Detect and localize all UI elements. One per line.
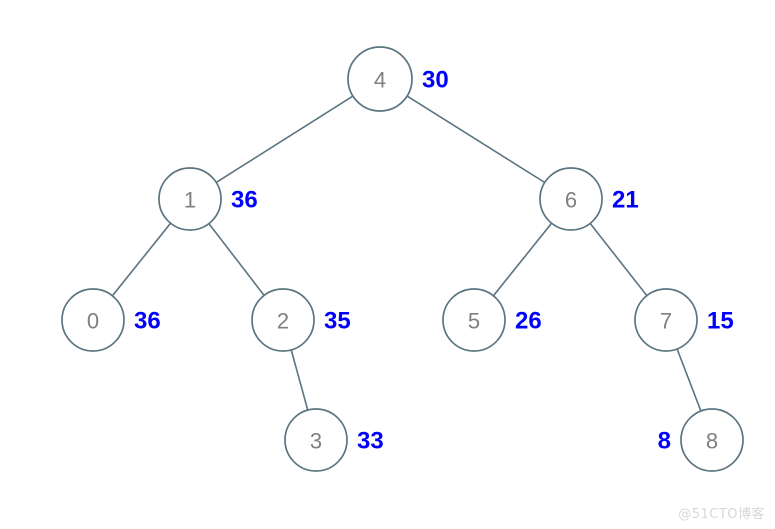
node-weight-label: 8 [658,428,671,455]
node-weight-label: 21 [612,187,639,214]
tree-edge [208,223,265,296]
node-circle[interactable] [284,408,348,472]
tree-node[interactable]: 1 36 [158,167,258,231]
node-key-text: 1 [184,188,196,213]
node-weight-label: 15 [707,308,734,335]
node-circle[interactable] [442,288,506,352]
node-key-text: 4 [374,68,386,93]
tree-node[interactable]: 5 26 [442,288,542,352]
tree-node[interactable]: 7 15 [634,288,734,352]
tree-node[interactable]: 0 36 [61,288,161,352]
node-weight-label: 30 [422,67,449,94]
node-key-text: 3 [310,429,322,454]
edges-layer [111,95,702,412]
tree-node[interactable]: 4 30 [347,46,449,112]
node-circle[interactable] [158,167,222,231]
node-weight-label: 26 [515,308,542,335]
node-key-text: 5 [468,309,480,334]
tree-edge [290,349,309,411]
tree-edge [676,348,702,412]
node-weight-label: 35 [324,308,351,335]
node-weight-label: 36 [134,308,161,335]
node-key-text: 0 [87,309,99,334]
tree-edge [215,95,354,184]
node-circle[interactable] [680,408,744,472]
node-circle[interactable] [251,288,315,352]
tree-edge [589,222,648,297]
node-circle[interactable] [634,288,698,352]
node-key-text: 2 [277,309,289,334]
watermark: @51CTO博客 [678,507,765,522]
node-circle[interactable] [347,46,413,112]
tree-node[interactable]: 88 [658,408,744,472]
tree-edge [492,222,553,297]
node-key-text: 8 [706,429,718,454]
node-key-text: 7 [660,309,672,334]
node-weight-label: 36 [231,187,258,214]
node-circle[interactable] [539,167,603,231]
node-weight-label: 33 [357,428,384,455]
node-circle[interactable] [61,288,125,352]
tree-edge [406,95,546,184]
tree-node[interactable]: 6 21 [539,167,639,231]
node-key-text: 6 [565,188,577,213]
tree-node[interactable]: 2 35 [251,288,351,352]
tree-edge [111,222,172,297]
